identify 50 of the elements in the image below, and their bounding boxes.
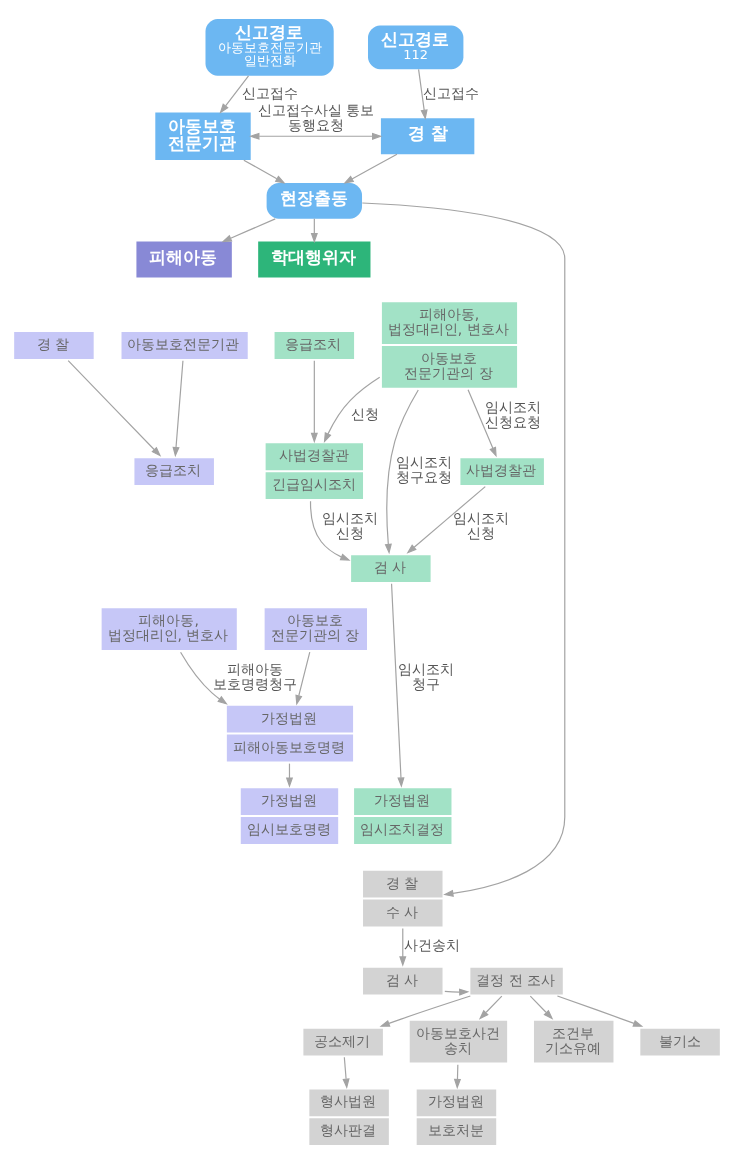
arrow bbox=[310, 360, 318, 444]
arrow bbox=[406, 486, 486, 554]
node-box: 신고경로 112 bbox=[368, 25, 464, 70]
arrow bbox=[342, 1056, 350, 1089]
arrow bbox=[67, 360, 162, 457]
node-box: 현장출동 bbox=[266, 182, 363, 219]
node-box: 응급조치 bbox=[134, 458, 214, 486]
edge-label: 피해아동 보호명령청구 bbox=[212, 661, 297, 693]
node-box: 사법경찰관 bbox=[460, 458, 544, 486]
arrow bbox=[467, 389, 497, 458]
edge-label: 임시조치 청구 bbox=[397, 661, 454, 693]
arrow bbox=[390, 583, 405, 788]
arrow bbox=[295, 651, 311, 706]
arrow bbox=[172, 360, 184, 458]
edge-label: 신고접수 bbox=[241, 84, 298, 101]
node-box: 아동보호 전문기관 bbox=[155, 112, 251, 161]
node-box: 피해아동 bbox=[136, 241, 232, 278]
arrow bbox=[323, 376, 381, 443]
edge-label: 신청 bbox=[350, 406, 379, 423]
node-box: 결정 전 조사 bbox=[470, 967, 563, 995]
arrow bbox=[379, 995, 471, 1027]
arrow bbox=[444, 988, 470, 996]
arrow bbox=[556, 995, 644, 1027]
arrow bbox=[343, 153, 398, 184]
arrow bbox=[221, 218, 276, 243]
edge-label: 임시조치 청구요청 bbox=[395, 454, 452, 486]
edge-label: 임시조치 신청 bbox=[453, 510, 510, 541]
node-box: 검 사 bbox=[351, 555, 431, 582]
arrow bbox=[399, 927, 407, 967]
node-box: 학대행위자 bbox=[258, 241, 371, 278]
arrow bbox=[478, 995, 503, 1020]
edge-label: 임시조치 신청요청 bbox=[485, 398, 542, 430]
node-box: 경 찰 bbox=[380, 118, 475, 155]
node-box: 아동보호전문기관 bbox=[121, 332, 248, 359]
arrow bbox=[361, 202, 566, 897]
edge-label: 임시조치 신청 bbox=[322, 510, 379, 541]
arrow bbox=[529, 995, 554, 1020]
arrow bbox=[243, 159, 286, 184]
arrow bbox=[180, 651, 228, 705]
arrow bbox=[418, 68, 428, 120]
edge-label: 신고접수사실 통보 동행요청 bbox=[257, 101, 375, 133]
arrow bbox=[309, 500, 351, 561]
node-box: 경 찰 bbox=[14, 332, 94, 359]
edge-label: 신고접수 bbox=[423, 84, 480, 101]
node-box: 응급조치 bbox=[274, 332, 355, 359]
arrow bbox=[219, 75, 250, 114]
edge-label: 사건송치 bbox=[403, 937, 460, 954]
arrow bbox=[249, 132, 383, 140]
node-box: 신고경로 아동보호전문기관 일반전화 bbox=[205, 19, 334, 76]
arrow bbox=[384, 389, 419, 555]
